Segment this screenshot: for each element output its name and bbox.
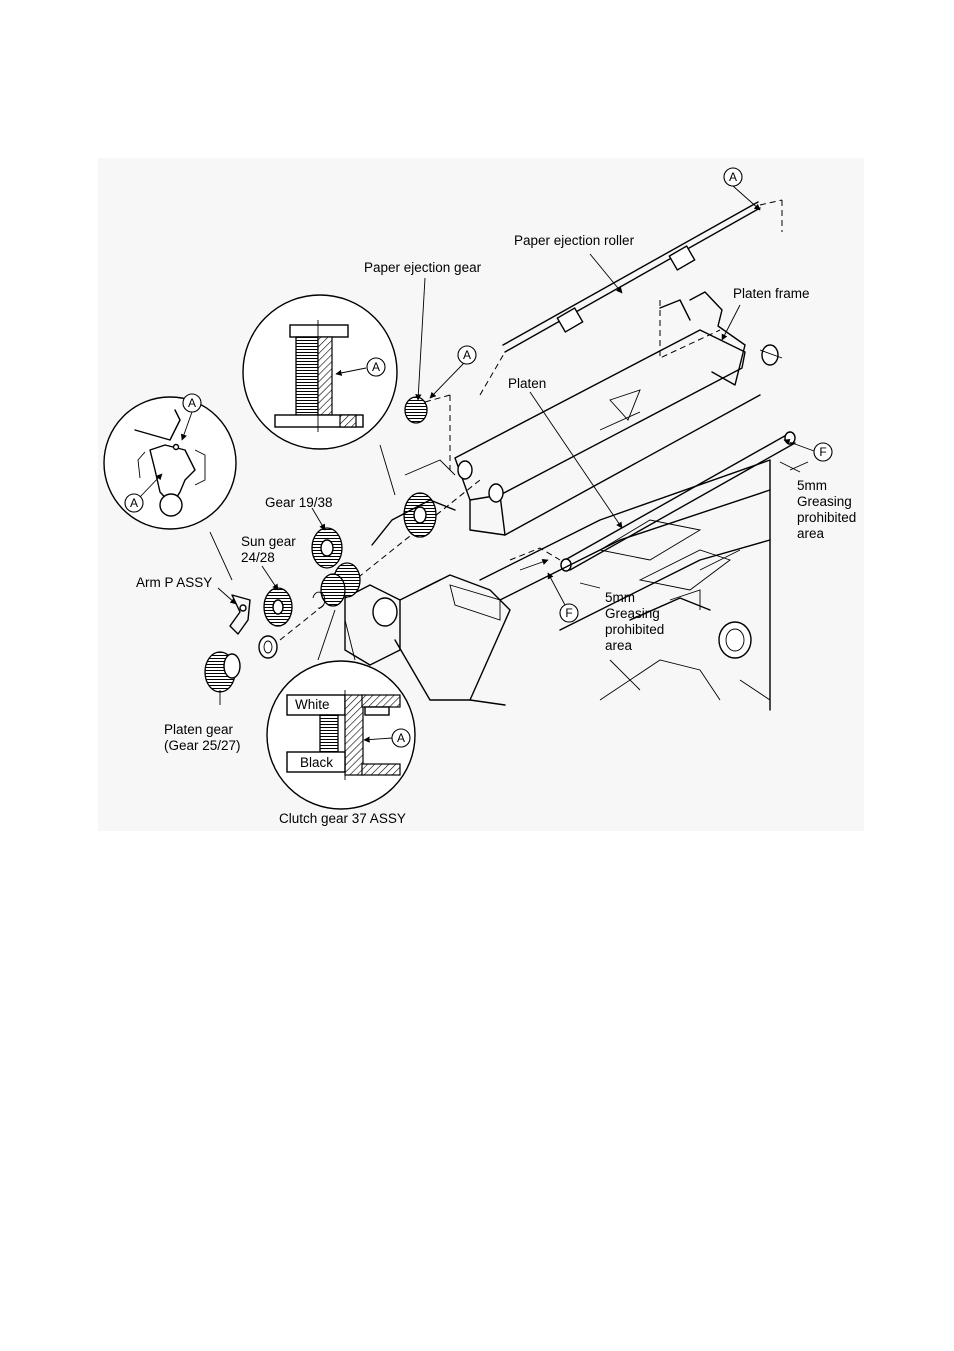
greasing-right-line1: 5mm	[797, 478, 827, 493]
greasing-right-line4: area	[797, 526, 825, 541]
label-platen-frame: Platen frame	[733, 286, 810, 301]
callout-a-clutch: A	[391, 728, 411, 748]
callout-f-right-letter: F	[819, 445, 826, 459]
callout-a-ejection-gear: A	[457, 345, 477, 365]
greasing-center-line1: 5mm	[605, 590, 635, 605]
greasing-center-line2: Greasing	[605, 606, 660, 621]
label-black: Black	[300, 755, 333, 770]
label-gear-19-38: Gear 19/38	[265, 495, 333, 510]
greasing-center-line4: area	[605, 638, 633, 653]
gear-train	[204, 394, 481, 693]
label-sun-gear-number: 24/28	[241, 550, 275, 565]
callout-a-clutch-letter: A	[397, 731, 405, 745]
label-clutch-gear: Clutch gear 37 ASSY	[279, 811, 406, 826]
label-sun-gear: Sun gear	[241, 534, 296, 549]
inset-gear-section	[242, 294, 398, 496]
callout-a-arm-top-letter: A	[188, 396, 196, 410]
paper-ejection-roller	[479, 199, 783, 396]
leader-lines	[139, 185, 815, 743]
callout-a-inset-top: A	[366, 357, 386, 377]
callout-f-center-letter: F	[565, 606, 572, 620]
label-paper-ejection-gear: Paper ejection gear	[364, 260, 482, 275]
greasing-note-center: 5mm Greasing prohibited area	[605, 590, 664, 653]
callout-a-arm-bottom-letter: A	[130, 496, 138, 510]
inset-clutch-gear	[266, 609, 416, 810]
label-platen-gear: Platen gear	[164, 722, 234, 737]
label-platen: Platen	[508, 376, 546, 391]
callout-a-roller-letter: A	[729, 170, 737, 184]
callout-f-center: F	[559, 603, 579, 623]
platen-frame-body	[454, 291, 783, 536]
greasing-note-right: 5mm Greasing prohibited area	[797, 478, 856, 541]
callout-a-arm-bottom: A	[124, 493, 144, 513]
label-white: White	[295, 697, 330, 712]
label-arm-p-assy: Arm P ASSY	[136, 575, 212, 590]
callout-a-arm-top: A	[182, 393, 202, 413]
callout-a-roller: A	[723, 167, 743, 187]
callout-f-right: F	[813, 442, 833, 462]
callout-a-ejection-gear-letter: A	[463, 348, 471, 362]
callout-a-inset-top-letter: A	[372, 360, 380, 374]
side-frame	[344, 574, 511, 706]
lower-chassis	[479, 459, 771, 711]
label-platen-gear-number: (Gear 25/27)	[164, 738, 241, 753]
greasing-center-line3: prohibited	[605, 622, 664, 637]
greasing-right-line3: prohibited	[797, 510, 856, 525]
greasing-right-line2: Greasing	[797, 494, 852, 509]
label-paper-ejection-roller: Paper ejection roller	[514, 233, 635, 248]
